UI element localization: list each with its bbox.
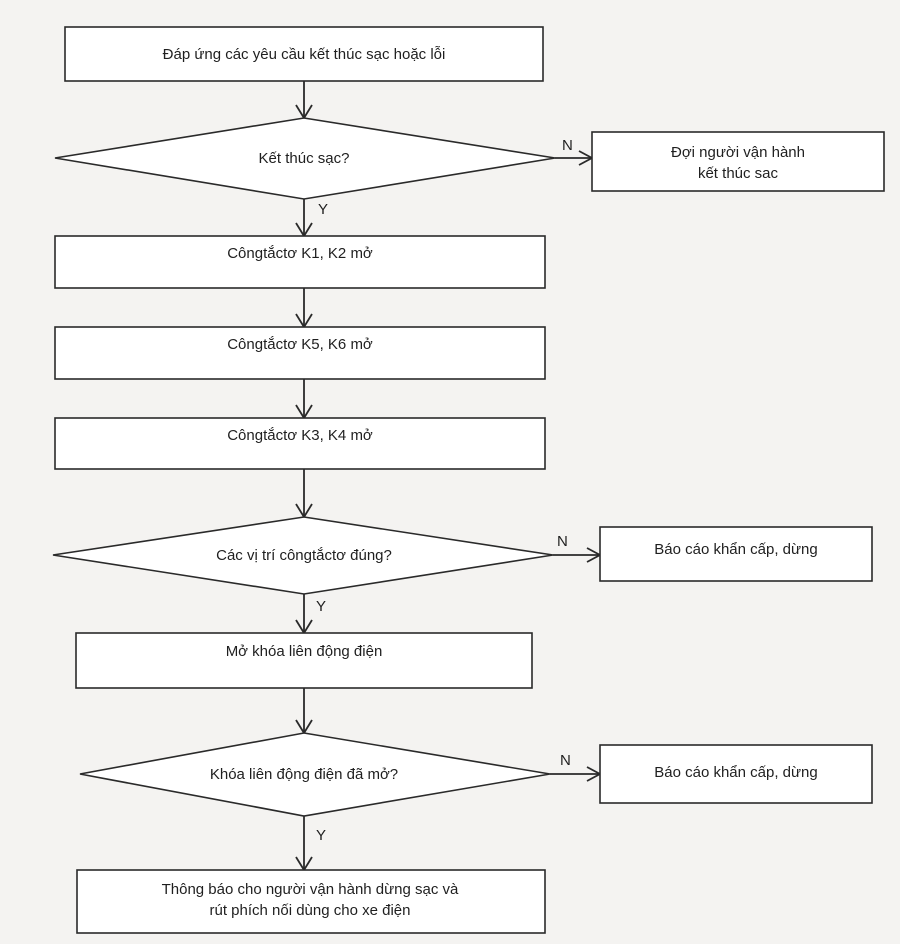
no-label: N [557,533,568,550]
unlock-interlock-text: Mở khóa liên động điện [226,643,383,660]
wait-operator-box [591,131,885,192]
contactor-k5-k6-text: Côngtắctơ K5, K6 mở [227,336,373,353]
decision-contactor-positions-text: Các vị trí côngtắctơ đúng? [216,547,392,564]
emergency-report-box-1 [599,526,873,582]
contactor-k3-k4-text: Côngtắctơ K3, K4 mở [227,427,373,444]
notify-operator-box [76,869,546,934]
decision-interlock-open-text: Khóa liên động điện đã mở? [210,766,398,783]
unlock-interlock-box [75,632,533,689]
wait-operator-text-line2: kết thúc sac [698,165,779,182]
contactor-k3-k4-box [54,417,546,470]
notify-operator-text-line2: rút phích nối dùng cho xe điện [210,902,411,919]
start-box [64,26,544,82]
no-label: N [560,752,571,769]
contactor-k5-k6-box [54,326,546,380]
emergency-report-text-2: Báo cáo khẩn cấp, dừng [654,764,818,781]
start-box-text: Đáp ứng các yêu cầu kết thúc sạc hoặc lỗ… [163,46,446,63]
yes-label: Y [316,598,326,615]
no-label: N [562,137,573,154]
emergency-report-text-1: Báo cáo khẩn cấp, dừng [654,541,818,558]
contactor-k1-k2-box [54,235,546,289]
decision-end-charging-text: Kết thúc sạc? [259,150,350,167]
yes-label: Y [316,827,326,844]
yes-label: Y [318,201,328,218]
notify-operator-text-line1: Thông báo cho người vận hành dừng sạc và [162,881,459,898]
wait-operator-text-line1: Đợi người vận hành [671,144,805,161]
emergency-report-box-2 [599,744,873,804]
contactor-k1-k2-text: Côngtắctơ K1, K2 mở [227,245,373,262]
